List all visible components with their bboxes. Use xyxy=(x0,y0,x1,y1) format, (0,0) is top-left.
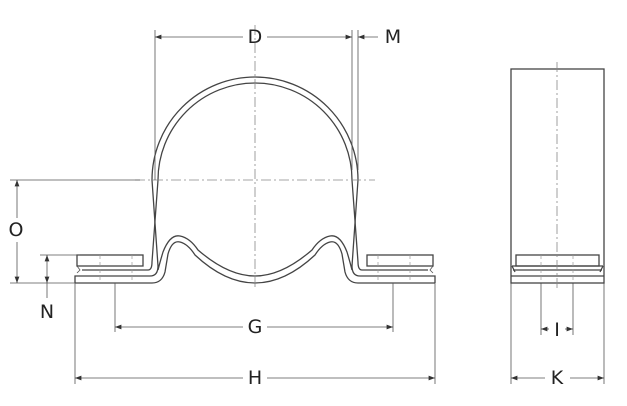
centerlines xyxy=(135,25,375,290)
label-d: D xyxy=(248,26,263,48)
label-g: G xyxy=(248,316,263,338)
label-n: N xyxy=(40,301,54,323)
right-pad xyxy=(366,254,434,267)
label-o: O xyxy=(9,219,24,241)
side-hole-lines xyxy=(540,255,574,283)
hole-hidden-lines xyxy=(99,255,411,283)
left-pad xyxy=(76,254,144,267)
pad-tabs xyxy=(76,265,434,274)
side-pad xyxy=(515,254,600,267)
extension-lines xyxy=(10,30,605,384)
side-view xyxy=(510,62,605,290)
front-view xyxy=(74,25,436,290)
label-i: I xyxy=(554,319,560,341)
side-body xyxy=(510,68,605,284)
label-m: M xyxy=(385,26,401,48)
label-k: K xyxy=(551,367,564,389)
label-h: H xyxy=(248,367,262,389)
side-strap xyxy=(511,265,604,277)
